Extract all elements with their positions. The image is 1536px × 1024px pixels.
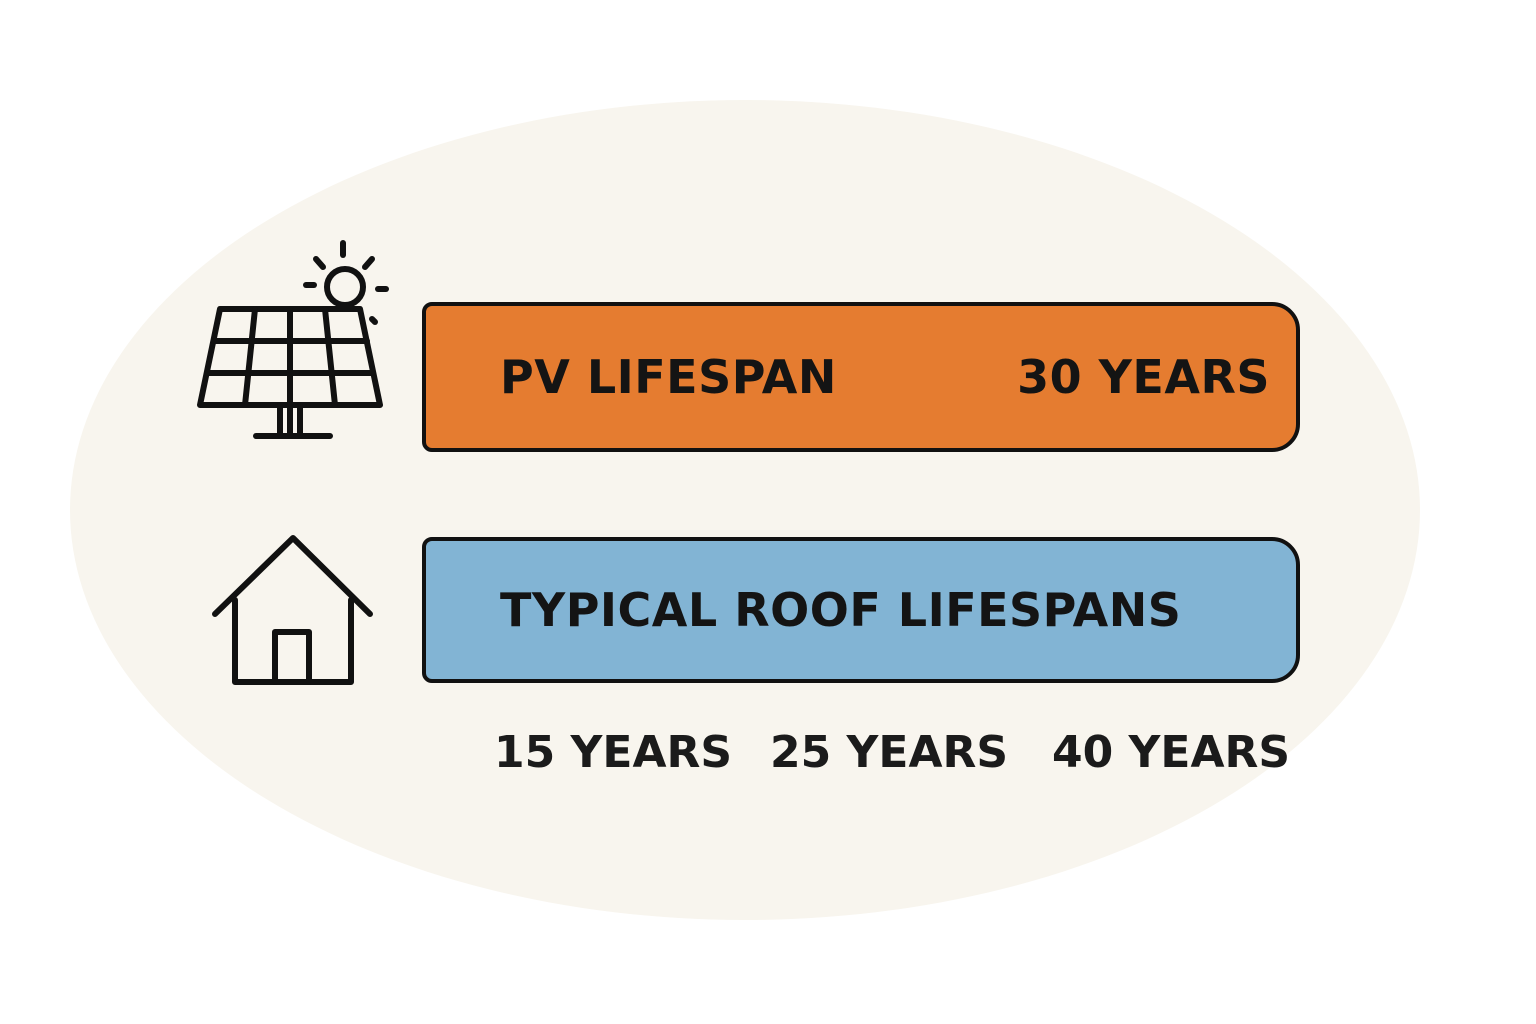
roof-lifespan-tick: 15 YEARS: [494, 727, 733, 778]
solar-panel-icon: [190, 235, 400, 450]
roof-lifespan-label: TYPICAL ROOF LIFESPANS: [500, 583, 1182, 637]
roof-lifespan-tick: 40 YEARS: [1052, 727, 1291, 778]
background-oval: [70, 100, 1420, 920]
pv-lifespan-value: 30 YEARS: [1017, 350, 1270, 404]
roof-lifespan-bar: TYPICAL ROOF LIFESPANS: [422, 537, 1300, 683]
roof-lifespan-tick: 25 YEARS: [770, 727, 1009, 778]
pv-lifespan-label: PV LIFESPAN: [500, 350, 837, 404]
roof-lifespan-scale: 15 YEARS 25 YEARS 40 YEARS: [494, 727, 1290, 787]
house-icon: [205, 530, 380, 695]
pv-lifespan-bar: PV LIFESPAN 30 YEARS: [422, 302, 1300, 452]
